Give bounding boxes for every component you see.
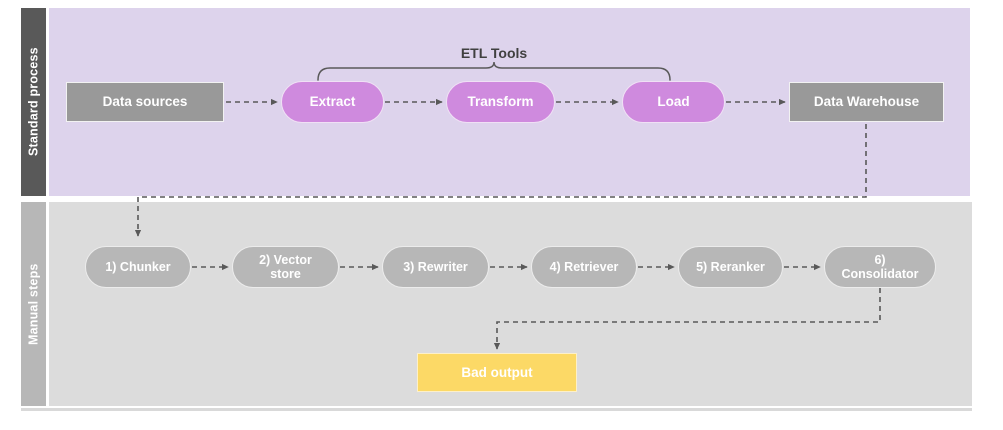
node-data-warehouse[interactable]: Data Warehouse	[789, 82, 944, 122]
node-extract[interactable]: Extract	[281, 81, 384, 123]
node-data-sources[interactable]: Data sources	[66, 82, 224, 122]
node-reranker[interactable]: 5) Reranker	[678, 246, 783, 288]
node-bad-output[interactable]: Bad output	[417, 353, 577, 392]
node-rewriter[interactable]: 3) Rewriter	[382, 246, 489, 288]
node-vector-store[interactable]: 2) Vector store	[232, 246, 339, 288]
etl-tools-label: ETL Tools	[460, 45, 528, 61]
node-load[interactable]: Load	[622, 81, 725, 123]
node-consolidator[interactable]: 6) Consolidator	[824, 246, 936, 288]
node-retriever[interactable]: 4) Retriever	[531, 246, 637, 288]
node-transform[interactable]: Transform	[446, 81, 555, 123]
bottom-divider-rule	[21, 408, 972, 411]
swimlane-label-standard-process: Standard process	[21, 8, 46, 196]
node-chunker[interactable]: 1) Chunker	[85, 246, 191, 288]
swimlane-label-manual-steps: Manual steps	[21, 202, 46, 406]
